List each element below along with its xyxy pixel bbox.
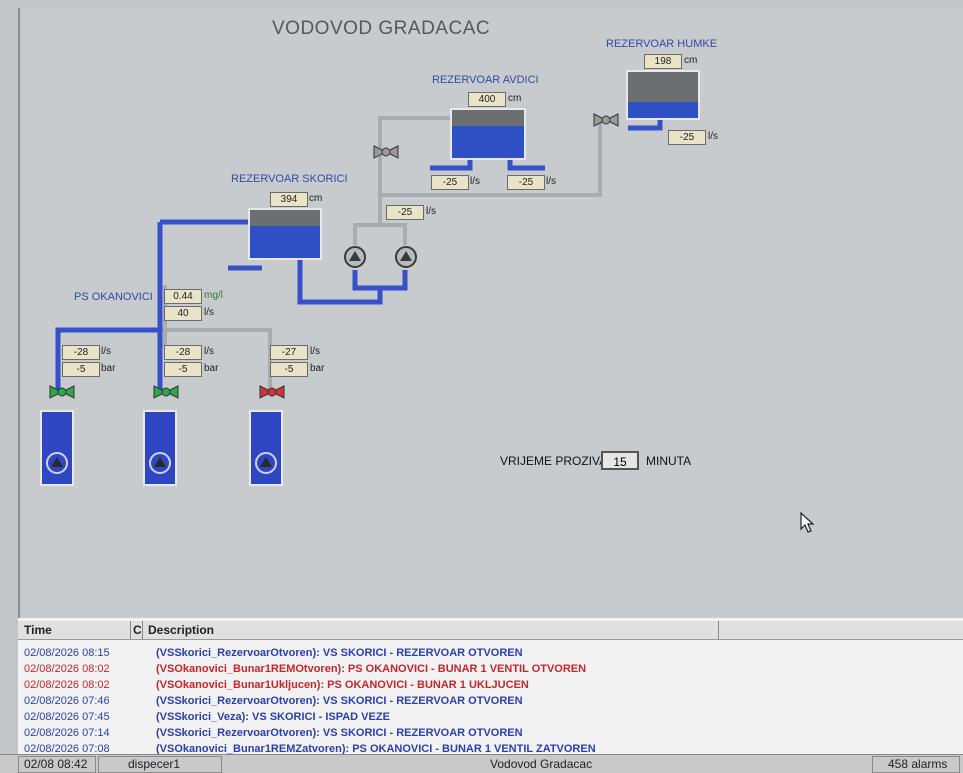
well-3-flow-unit: l/s	[310, 346, 320, 357]
reservoir-skorici-tank	[248, 208, 322, 260]
pipe-blue-humke	[628, 120, 663, 131]
page-title: VODOVOD GRADACAC	[272, 18, 491, 39]
column-time[interactable]: Time	[24, 623, 52, 637]
booster-pump-1-icon[interactable]	[344, 246, 366, 268]
alarm-time: 02/08/2026 07:46	[24, 695, 110, 707]
well-1-flow: -28	[62, 345, 100, 360]
poll-interval-label: VRIJEME PROZIVA	[500, 454, 608, 468]
valve-humke-icon[interactable]	[592, 110, 622, 130]
reservoir-skorici-level: 394	[270, 192, 308, 207]
alarm-description: (VSOkanovici_Bunar1REMOtvoren): PS OKANO…	[156, 663, 587, 675]
well-3-flow: -27	[270, 345, 308, 360]
pipe-gray-wells	[160, 328, 272, 390]
status-user: dispecer1	[128, 757, 181, 771]
pipe-gray-avdici	[378, 116, 450, 195]
alarm-row[interactable]: 02/08/2026 07:46 (VSSkorici_RezervoarOtvo…	[18, 694, 963, 710]
valve-avdici-icon[interactable]	[372, 142, 402, 162]
well-1-pump-icon[interactable]	[46, 452, 68, 474]
well-2-flow-unit: l/s	[204, 346, 214, 357]
pipe-blue-avdici-left	[430, 160, 473, 171]
alarm-time: 02/08/2026 07:08	[24, 743, 110, 755]
alarm-panel: Time C Description 02/08/2026 08:15 (VSSk…	[18, 618, 963, 755]
reservoir-humke-label: REZERVOAR HUMKE	[606, 38, 718, 50]
status-bar: 02/08 08:42 dispecer1 Vodovod Gradacac 4…	[0, 754, 963, 773]
well-2-pressure: -5	[164, 362, 202, 377]
alarm-row[interactable]: 02/08/2026 07:45 (VSSkorici_Veza): VS SKO…	[18, 710, 963, 726]
alarm-time: 02/08/2026 07:45	[24, 711, 110, 723]
alarm-time: 02/08/2026 08:02	[24, 679, 110, 691]
well-1-valve-icon[interactable]	[48, 382, 78, 402]
pump-flow-unit: l/s	[426, 206, 436, 217]
station-flow-unit: l/s	[204, 307, 214, 318]
poll-interval-unit: MINUTA	[646, 454, 692, 468]
well-1-pressure-unit: bar	[101, 363, 116, 374]
poll-interval-input[interactable]: 15	[601, 451, 639, 470]
reservoir-avdici-flow-right: -25	[507, 175, 545, 190]
alarm-time: 02/08/2026 08:15	[24, 647, 110, 659]
status-clock: 02/08 08:42	[24, 757, 88, 771]
reservoir-avdici-label: REZERVOAR AVDICI	[432, 74, 539, 86]
status-alarm-count[interactable]: 458 alarms	[888, 757, 948, 771]
alarm-time: 02/08/2026 08:02	[24, 663, 110, 675]
alarm-row[interactable]: 02/08/2026 08:02 (VSOkanovici_Bunar1Uklju…	[18, 678, 963, 694]
alarm-description: (VSSkorici_RezervoarOtvoren): VS SKORICI…	[156, 695, 523, 707]
well-3-valve-icon[interactable]	[258, 382, 288, 402]
reservoir-avdici-flow-right-unit: l/s	[546, 176, 556, 187]
alarm-description: (VSOkanovici_Bunar1Ukljucen): PS OKANOVI…	[156, 679, 529, 691]
alarm-description: (VSSkorici_RezervoarOtvoren): VS SKORICI…	[156, 647, 523, 659]
reservoir-avdici-level: 400	[468, 92, 506, 107]
alarm-description: (VSSkorici_RezervoarOtvoren): VS SKORICI…	[156, 727, 523, 739]
well-2-flow: -28	[164, 345, 202, 360]
status-app-name: Vodovod Gradacac	[490, 757, 593, 771]
reservoir-avdici-flow-left-unit: l/s	[470, 176, 480, 187]
reservoir-avdici-level-unit: cm	[508, 93, 522, 104]
station-chlorine-unit: mg/l	[204, 290, 223, 301]
alarm-row[interactable]: 02/08/2026 07:14 (VSSkorici_RezervoarOtvo…	[18, 726, 963, 742]
pump-flow-value: -25	[386, 205, 424, 220]
pipe-blue-skorici-pumps	[297, 258, 408, 305]
pipe-blue-avdici-right	[507, 160, 545, 171]
well-3-tank	[249, 410, 283, 486]
alarm-description: (VSOkanovici_Bunar1REMZatvoren): PS OKAN…	[156, 743, 596, 755]
mouse-cursor-icon	[800, 512, 815, 533]
well-2-valve-icon[interactable]	[152, 382, 182, 402]
alarm-description: (VSSkorici_Veza): VS SKORICI - ISPAD VEZ…	[156, 711, 390, 723]
well-2-pump-icon[interactable]	[149, 452, 171, 474]
well-2-pressure-unit: bar	[204, 363, 219, 374]
booster-pump-2-icon[interactable]	[395, 246, 417, 268]
reservoir-humke-level: 198	[644, 54, 682, 69]
well-3-pressure: -5	[270, 362, 308, 377]
alarm-row[interactable]: 02/08/2026 07:08 (VSOkanovici_Bunar1REMZa…	[18, 742, 963, 758]
reservoir-avdici-tank	[450, 108, 526, 160]
station-flow-value: 40	[164, 306, 202, 321]
well-3-pressure-unit: bar	[310, 363, 325, 374]
reservoir-humke-tank	[626, 70, 700, 120]
station-chlorine-value: 0.44	[164, 289, 202, 304]
well-1-pressure: -5	[62, 362, 100, 377]
reservoir-skorici-label: REZERVOAR SKORICI	[231, 173, 348, 185]
alarm-table-header: Time C Description	[18, 621, 963, 640]
reservoir-humke-flow: -25	[668, 130, 706, 145]
reservoir-avdici-flow-left: -25	[431, 175, 469, 190]
well-2-tank	[143, 410, 177, 486]
alarm-row[interactable]: 02/08/2026 08:02 (VSOkanovici_Bunar1REMOt…	[18, 662, 963, 678]
column-description[interactable]: Description	[148, 623, 215, 637]
well-3-pump-icon[interactable]	[255, 452, 277, 474]
pipe-blue-trunk	[55, 219, 248, 390]
pipe-gray-pumps	[353, 195, 407, 245]
alarm-row[interactable]: 02/08/2026 08:15 (VSSkorici_RezervoarOtvo…	[18, 646, 963, 662]
reservoir-skorici-level-unit: cm	[309, 193, 323, 204]
reservoir-humke-level-unit: cm	[684, 55, 698, 66]
column-c[interactable]: C	[133, 623, 142, 637]
alarm-time: 02/08/2026 07:14	[24, 727, 110, 739]
station-okanovici-label: PS OKANOVICI	[74, 291, 153, 303]
well-1-tank	[40, 410, 74, 486]
well-1-flow-unit: l/s	[101, 346, 111, 357]
reservoir-humke-flow-unit: l/s	[708, 131, 718, 142]
